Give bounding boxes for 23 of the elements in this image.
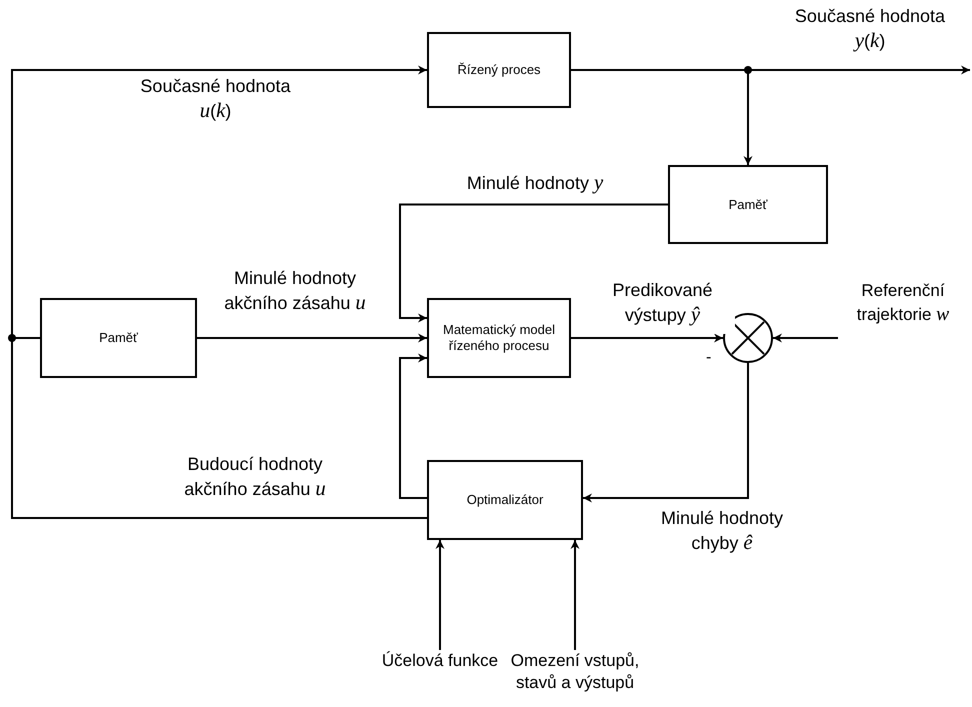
arrow [583,363,749,502]
box-label: Paměť [728,196,768,212]
process-box [427,32,571,108]
box-label: Optimalizátor [466,492,544,508]
input-label: Referenční trajektorie w [856,280,950,328]
process-box [668,165,828,244]
box-label: Matematický model řízeného procesu [442,322,556,354]
box-label: Řízený proces [457,62,541,78]
process-box [427,460,583,540]
arrow [773,334,838,342]
process-box [427,298,571,378]
box-label: Paměť [99,330,138,346]
arrow [399,204,668,322]
arrow [436,540,444,650]
process-box [40,298,197,378]
summing-junction [723,313,773,363]
input-label: Účelová funkce [382,650,498,672]
input-label: Omezení vstupů, stavů a výstupů [510,650,640,694]
arrow [197,334,427,342]
arrow [571,334,723,342]
arrow [570,540,580,650]
arrow [399,354,427,499]
sign-label: - [706,349,712,367]
